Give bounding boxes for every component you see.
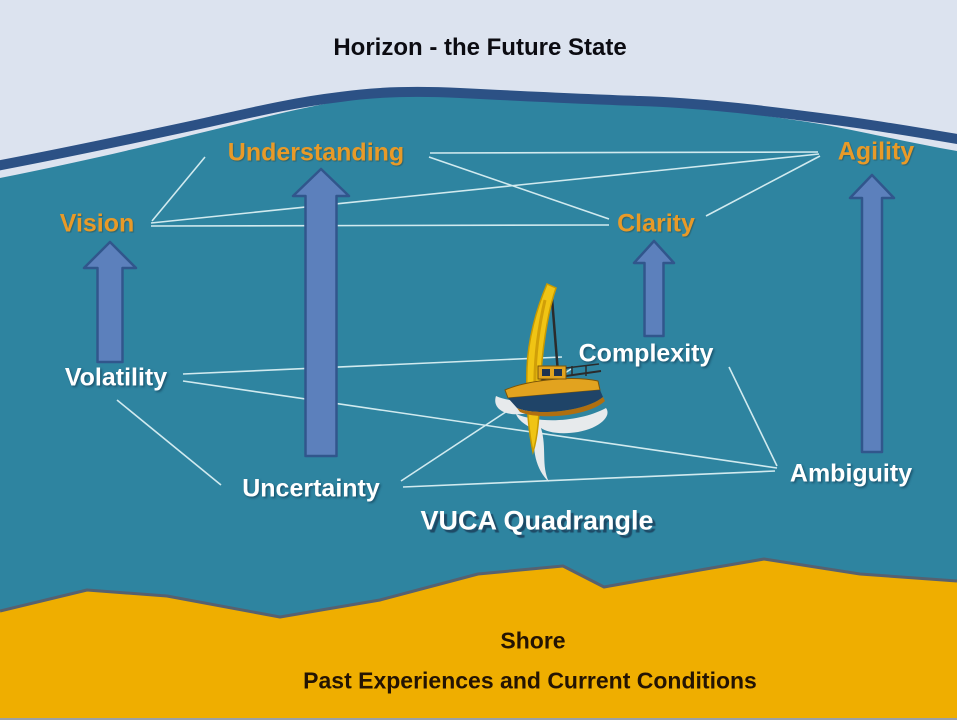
label-understanding: Understanding (227, 138, 405, 167)
label-clarity: Clarity (617, 209, 695, 238)
shore-shape (0, 559, 957, 718)
sea-shape (0, 95, 957, 718)
label-uncertainty: Uncertainty (242, 474, 380, 503)
cabin-window (542, 369, 550, 376)
boat-keel-stripe (517, 397, 605, 417)
label-complexity: Complexity (578, 339, 714, 368)
boat-hull-dark (508, 390, 603, 413)
label-ambiguity: Ambiguity (789, 459, 913, 488)
label-vision: Vision (59, 209, 135, 238)
cabin-window (554, 369, 562, 376)
horizon-title: Horizon - the Future State (333, 34, 627, 61)
vuca-quadrangle-caption: VUCA Quadrangle (420, 505, 654, 536)
future-state-quadrangle-lines (150, 151, 821, 227)
sailboat-icon (495, 283, 608, 482)
shore-subtitle: Past Experiences and Current Conditions (303, 667, 757, 694)
label-volatility: Volatility (64, 363, 168, 392)
label-agility: Agility (837, 137, 915, 166)
vuca-quadrangle-lines (116, 356, 778, 488)
boat-wake-tail (516, 408, 608, 482)
shore-edge-line (0, 557, 957, 619)
vuca-arrows (82, 167, 896, 458)
shore-title: Shore (500, 627, 566, 654)
arrow-complexity-to-clarity (632, 239, 676, 338)
horizon-band (0, 86, 957, 171)
arrow-ambiguity-to-agility (848, 173, 896, 454)
arrow-uncertainty-to-understanding (291, 167, 351, 458)
arrow-volatility-to-vision (82, 240, 138, 364)
